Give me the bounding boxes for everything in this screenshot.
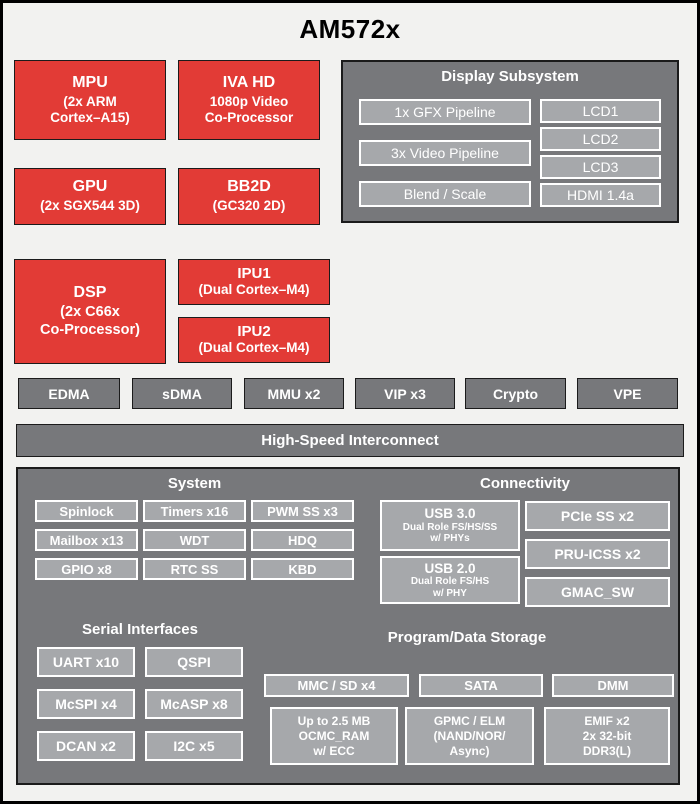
usb3-subtitle: w/ PHYs [430,533,470,545]
chip-crypto: Crypto [465,378,566,409]
block-ipu2: IPU2 (Dual Cortex–M4) [178,317,330,363]
gpmc-line: Async) [449,743,490,758]
display-subsystem-panel: Display Subsystem 1x GFX Pipeline 3x Vid… [341,60,679,223]
system-cell: GPIO x8 [35,558,138,580]
chip-mmu: MMU x2 [244,378,344,409]
block-subtitle: (Dual Cortex–M4) [198,340,310,356]
block-ipu1: IPU1 (Dual Cortex–M4) [178,259,330,305]
gpmc-elm-block: GPMC / ELM (NAND/NOR/ Async) [405,707,534,765]
usb2-block: USB 2.0 Dual Role FS/HS w/ PHY [380,556,520,604]
block-subtitle: (GC320 2D) [212,198,286,214]
block-title: GPU [72,178,108,196]
block-bb2d: BB2D (GC320 2D) [178,168,320,225]
serial-cell: QSPI [145,647,243,677]
system-cell: WDT [143,529,246,551]
gpmc-line: GPMC / ELM [433,713,506,728]
block-subtitle: (2x SGX544 3D) [40,198,140,214]
hdmi-cell: HDMI 1.4a [540,183,661,207]
lcd3-cell: LCD3 [540,155,661,179]
emif-line: DDR3(L) [583,743,631,758]
usb2-subtitle: w/ PHY [433,587,467,599]
block-title: IPU2 [237,323,271,341]
system-heading: System [167,475,222,492]
system-cell: RTC SS [143,558,246,580]
serial-cell: McSPI x4 [37,689,135,719]
system-cell: HDQ [251,529,354,551]
block-title: DSP [73,283,107,301]
gmac-cell: GMAC_SW [525,577,670,607]
block-iva-hd: IVA HD 1080p Video Co-Processor [178,60,320,140]
lcd1-cell: LCD1 [540,99,661,123]
usb3-subtitle: Dual Role FS/HS/SS [402,521,498,533]
serial-cell: I2C x5 [145,731,243,761]
system-cell: KBD [251,558,354,580]
serial-cell: McASP x8 [145,689,243,719]
chip-title: AM572x [299,14,401,44]
chip-vip: VIP x3 [355,378,455,409]
block-gpu: GPU (2x SGX544 3D) [14,168,166,225]
block-subtitle: (Dual Cortex–M4) [198,282,310,298]
video-pipeline-cell: 3x Video Pipeline [359,140,531,166]
block-title: IPU1 [237,265,271,283]
block-dsp: DSP (2x C66x Co-Processor) [14,259,166,364]
ocmc-line: w/ ECC [313,743,355,758]
usb2-title: USB 2.0 [424,560,476,576]
ocmc-line: OCMC_RAM [298,728,370,743]
sata-cell: SATA [419,674,543,697]
chip-vpe: VPE [577,378,678,409]
storage-heading: Program/Data Storage [387,629,547,646]
block-mpu: MPU (2x ARM Cortex–A15) [14,60,166,140]
block-subtitle: 1080p Video [209,93,289,109]
display-subsystem-title: Display Subsystem [441,68,579,85]
emif-line: 2x 32-bit [582,728,632,743]
ocmc-ram-block: Up to 2.5 MB OCMC_RAM w/ ECC [270,707,398,765]
block-subtitle: Co-Processor [204,110,294,125]
connectivity-heading: Connectivity [479,475,570,492]
pru-icss-cell: PRU-ICSS x2 [525,539,670,569]
dmm-cell: DMM [552,674,674,697]
emif-block: EMIF x2 2x 32-bit DDR3(L) [544,707,670,765]
block-title: MPU [72,73,108,91]
gpmc-line: (NAND/NOR/ [433,728,506,743]
usb3-title: USB 3.0 [424,506,476,522]
emif-line: EMIF x2 [584,713,630,728]
peripherals-panel: System Spinlock Timers x16 PWM SS x3 Mai… [16,467,680,785]
block-subtitle: (2x ARM [63,93,117,109]
block-title: IVA HD [222,73,276,91]
lcd2-cell: LCD2 [540,127,661,151]
pcie-cell: PCIe SS x2 [525,501,670,531]
blend-scale-cell: Blend / Scale [359,181,531,207]
system-cell: Timers x16 [143,500,246,522]
serial-heading: Serial Interfaces [82,621,198,638]
block-subtitle: Co-Processor) [40,321,140,338]
block-title: BB2D [227,178,271,196]
block-subtitle: (2x C66x [60,303,120,320]
interconnect-bar: High-Speed Interconnect [16,424,684,457]
ocmc-line: Up to 2.5 MB [297,713,371,728]
system-cell: Spinlock [35,500,138,522]
serial-cell: DCAN x2 [37,731,135,761]
usb3-block: USB 3.0 Dual Role FS/HS/SS w/ PHYs [380,500,520,551]
mmc-sd-cell: MMC / SD x4 [264,674,409,697]
serial-cell: UART x10 [37,647,135,677]
system-cell: PWM SS x3 [251,500,354,522]
system-cell: Mailbox x13 [35,529,138,551]
chip-sdma: sDMA [132,378,232,409]
gfx-pipeline-cell: 1x GFX Pipeline [359,99,531,125]
usb2-subtitle: Dual Role FS/HS [410,576,490,588]
block-subtitle: Cortex–A15) [50,110,130,125]
chip-edma: EDMA [18,378,120,409]
